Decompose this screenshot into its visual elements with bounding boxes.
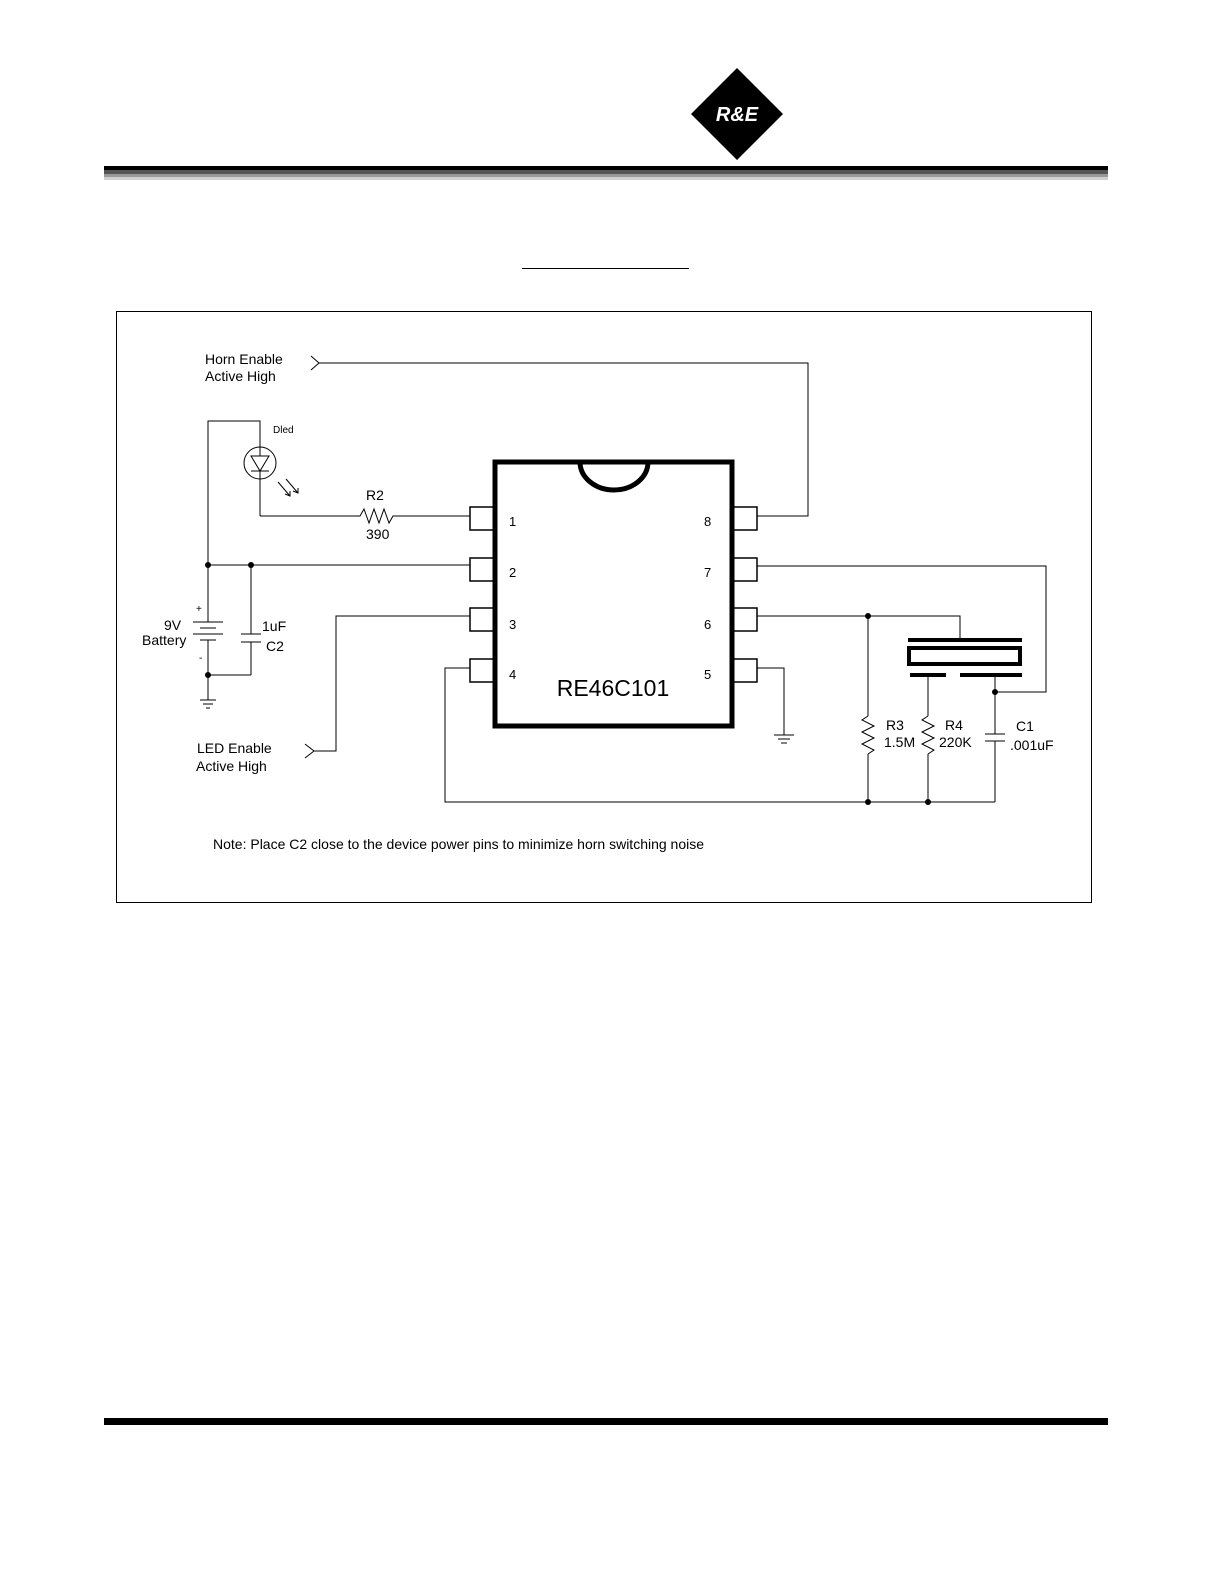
- led-enable-wire: [314, 615, 470, 752]
- pin8-number: 8: [704, 514, 711, 529]
- pin7-pad: [732, 557, 758, 582]
- junction-dot: [205, 672, 211, 678]
- battery-name: Battery: [142, 632, 186, 648]
- figure-frame: [116, 311, 1092, 903]
- pin5-ground-wire: [757, 667, 785, 735]
- c2-name: C2: [266, 638, 284, 654]
- pin5-number: 5: [704, 667, 711, 682]
- pin3-number: 3: [509, 617, 516, 632]
- junction-dot: [865, 613, 871, 619]
- horn-enable-sublabel: Active High: [205, 368, 276, 384]
- c1-value: .001uF: [1010, 737, 1054, 753]
- horn-enable-label: Horn Enable: [205, 351, 283, 367]
- horn-enable-wire: [319, 362, 809, 517]
- ic-name: RE46C101: [557, 675, 670, 701]
- pin2-number: 2: [509, 565, 516, 580]
- pin1-number: 1: [509, 514, 516, 529]
- pin6-wire: [757, 615, 961, 640]
- led-label: Dled: [273, 425, 294, 436]
- pin6-pad: [732, 607, 758, 632]
- c1-name: C1: [1016, 718, 1034, 734]
- r4-name: R4: [945, 717, 963, 733]
- r2-name: R2: [366, 487, 384, 503]
- schematic-note: Note: Place C2 close to the device power…: [213, 836, 704, 852]
- logo-text: R&E: [716, 104, 759, 126]
- title-underline: [522, 268, 689, 269]
- led-light-arrow-2: [285, 478, 299, 494]
- led-enable-label: LED Enable: [197, 740, 272, 756]
- led-light-arrow-1: [277, 481, 291, 497]
- led-enable-arrow: [304, 743, 315, 759]
- junction-dot: [248, 562, 254, 568]
- led-enable-sublabel: Active High: [196, 758, 267, 774]
- horn-enable-arrow: [310, 355, 320, 371]
- pin4-number: 4: [509, 667, 516, 682]
- r4-resistor: [920, 715, 936, 755]
- pin7-wire: [757, 565, 1047, 693]
- ic-body: [492, 459, 735, 729]
- r3-resistor: [860, 715, 876, 755]
- header-rule: [104, 166, 1108, 180]
- r2-resistor: [260, 507, 470, 525]
- battery-minus: -: [199, 653, 202, 664]
- feedback-wire: [444, 667, 995, 803]
- pin8-pad: [732, 506, 758, 531]
- pin7-number: 7: [704, 565, 711, 580]
- company-logo: R&E: [691, 68, 783, 160]
- led-diode-triangle: [250, 455, 270, 472]
- pin3-pad: [469, 607, 495, 632]
- junction-dot: [925, 799, 931, 805]
- r3-value: 1.5M: [884, 734, 915, 750]
- battery-value: 9V: [164, 617, 182, 633]
- pin4-pad: [469, 658, 495, 683]
- junction-dot: [865, 799, 871, 805]
- led-supply-wire: [207, 420, 261, 565]
- pin5-pad: [732, 658, 758, 683]
- junction-dot: [205, 562, 211, 568]
- junction-dot: [992, 689, 998, 695]
- ic-notch: [577, 461, 651, 493]
- pin6-number: 6: [704, 617, 711, 632]
- pin2-pad: [469, 557, 495, 582]
- piezo-horn: [907, 638, 1022, 677]
- battery-plus: +: [196, 604, 202, 615]
- c2-value: 1uF: [262, 618, 286, 634]
- footer-rule: [104, 1418, 1108, 1425]
- r4-value: 220K: [939, 734, 972, 750]
- r3-name: R3: [886, 717, 904, 733]
- r2-value: 390: [366, 526, 390, 542]
- pin1-pad: [469, 506, 495, 531]
